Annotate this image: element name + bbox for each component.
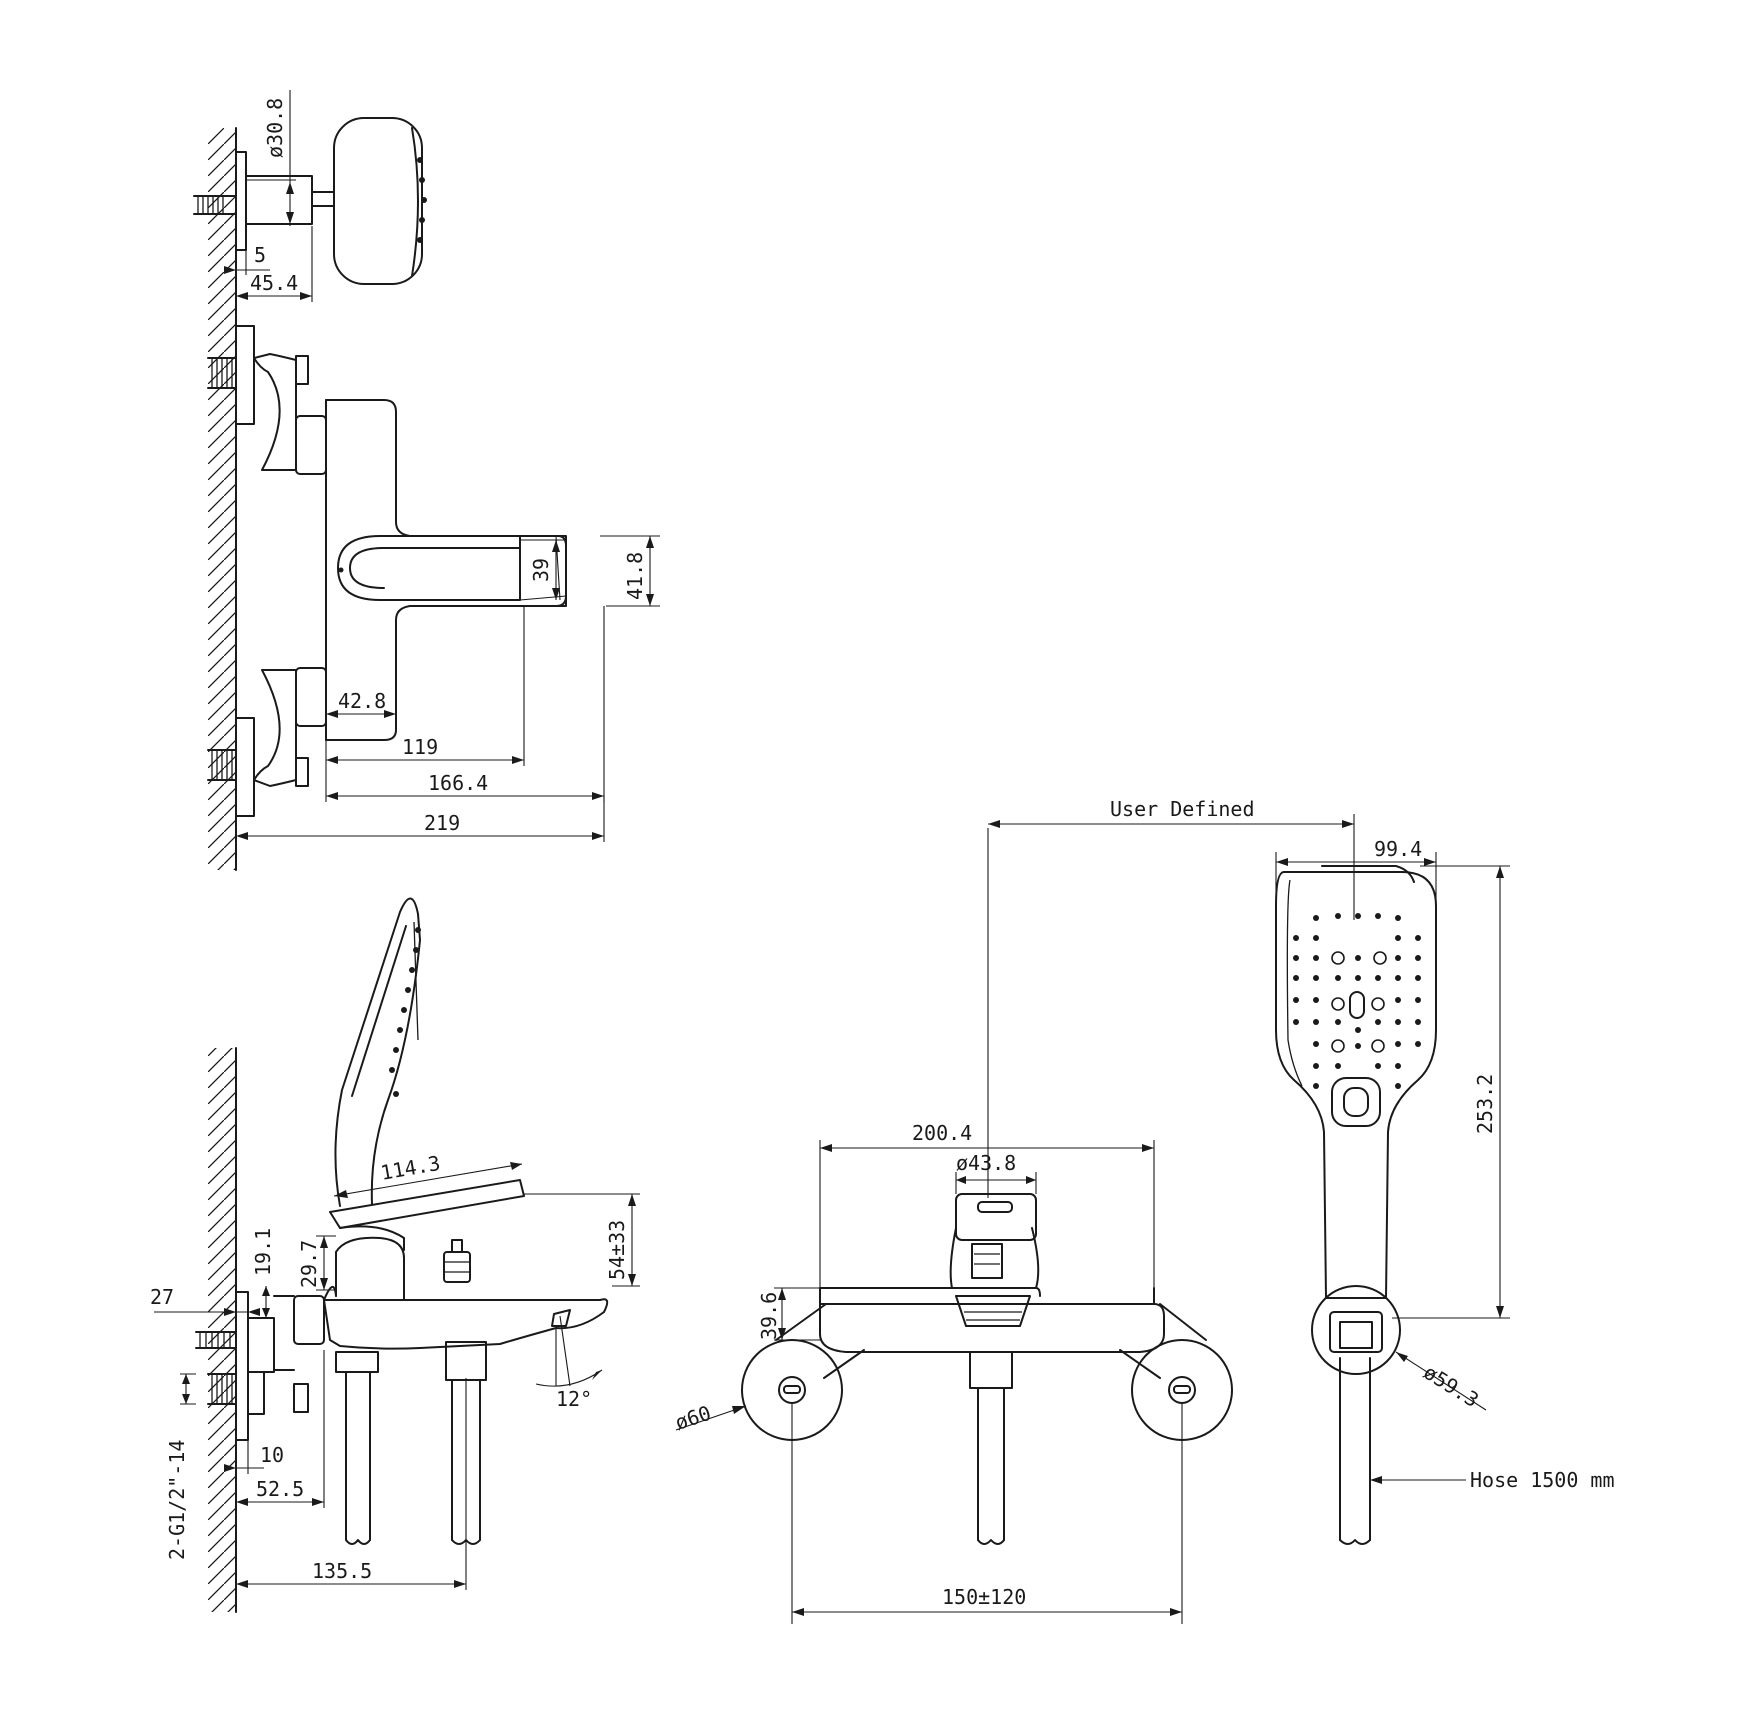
front-view: User Defined 200.4 ø43.8 39.6 ø60 150±12…: [672, 797, 1355, 1624]
dim-d43-8: ø43.8: [956, 1151, 1016, 1175]
wall-holder: [1311, 1285, 1401, 1545]
dim-166-4: 166.4: [428, 771, 488, 795]
dim-45-4: 45.4: [250, 271, 298, 295]
lever-handle-side: [329, 1179, 525, 1251]
dim-119: 119: [402, 735, 438, 759]
dim-d60: ø60: [672, 1401, 714, 1435]
dim-d59-3: ø59.3: [1419, 1360, 1483, 1412]
hand-shower-front: 99.4 253.2 ø59.3 Hose 1500 mm: [1275, 837, 1615, 1545]
side-wall-connectors: [195, 1291, 325, 1441]
dimensions-front: User Defined 200.4 ø43.8 39.6 ø60 150±12…: [672, 797, 1355, 1624]
dim-150: 150±120: [942, 1585, 1026, 1609]
dim-200-4: 200.4: [912, 1121, 972, 1145]
dimensions-top: ø30.8 5 45.4 39 41.8 42.8 119: [224, 90, 660, 842]
dim-d30-8: ø30.8: [263, 98, 287, 158]
flange-right: [1119, 1303, 1233, 1441]
dim-41-8: 41.8: [623, 552, 647, 600]
dim-39: 39: [529, 558, 553, 582]
dim-29-7: 29.7: [297, 1240, 321, 1288]
shower-head: [1275, 865, 1437, 1299]
side-view: 114.3 54±33 29.7 19.1 27 2-G1/2"-14 10: [150, 897, 640, 1613]
dim-135-5: 135.5: [312, 1559, 372, 1583]
dimensions-hand-shower: 99.4 253.2 ø59.3 Hose 1500 mm: [1275, 837, 1615, 1492]
mixer-body-front: [819, 1193, 1165, 1545]
dim-219: 219: [424, 811, 460, 835]
shower-nozzles: [1293, 913, 1421, 1089]
dim-52-5: 52.5: [256, 1477, 304, 1501]
dim-27: 27: [150, 1285, 174, 1309]
dim-thread: 2-G1/2"-14: [165, 1440, 189, 1560]
dim-user-defined: User Defined: [1110, 797, 1255, 821]
dim-54-33: 54±33: [605, 1220, 629, 1280]
dim-19-1: 19.1: [251, 1228, 275, 1276]
mixer-body-top: [325, 399, 567, 741]
dim-99-4: 99.4: [1374, 837, 1422, 861]
wall-hatch-side: [208, 1048, 236, 1612]
dim-angle12: 12°: [556, 1387, 592, 1411]
wall-hatch-top: [208, 128, 236, 870]
dim-253-2: 253.2: [1473, 1074, 1497, 1134]
dim-114-3: 114.3: [379, 1151, 442, 1185]
dim-5: 5: [254, 243, 266, 267]
diverter-knob-top: [193, 117, 427, 285]
mixer-body-side: [323, 1236, 609, 1545]
dim-hose: Hose 1500 mm: [1470, 1468, 1615, 1492]
dim-42-8: 42.8: [338, 689, 386, 713]
dimensions-side: 114.3 54±33 29.7 19.1 27 2-G1/2"-14 10: [150, 1151, 640, 1590]
dim-39-6: 39.6: [757, 1292, 781, 1340]
top-view: ø30.8 5 45.4 39 41.8 42.8 119: [193, 90, 660, 871]
hand-shower-side: [334, 897, 421, 1207]
dim-10: 10: [260, 1443, 284, 1467]
